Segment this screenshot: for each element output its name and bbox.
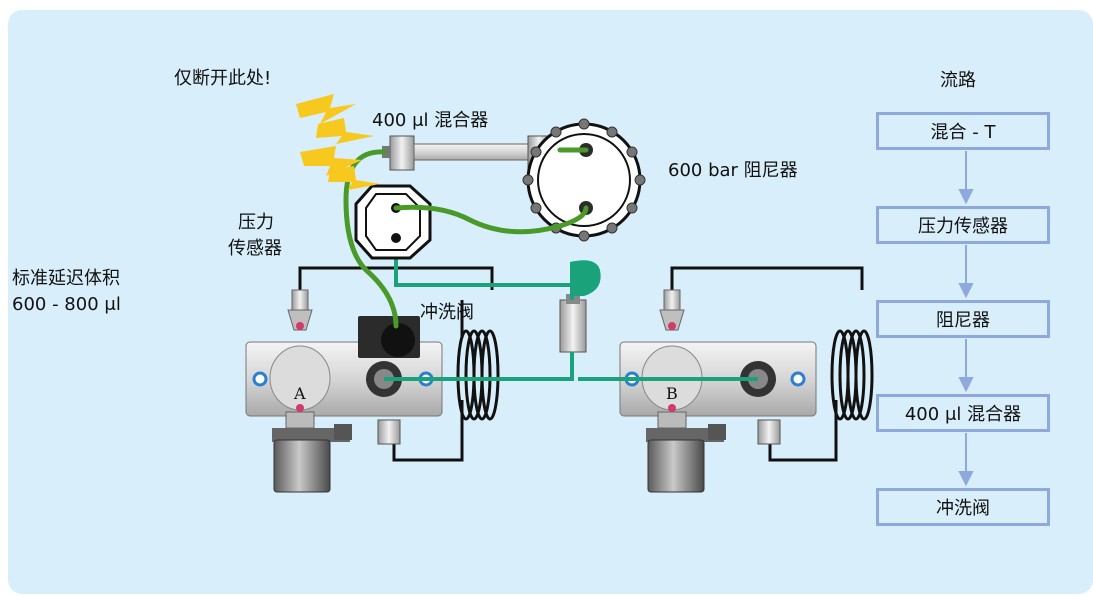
- mixing-tee: [559, 294, 587, 353]
- flow-title: 流路: [940, 70, 976, 91]
- pump-b: [619, 289, 817, 493]
- flow-arrows: [958, 151, 974, 487]
- pressure-sensor-label-1: 压力: [238, 212, 274, 233]
- coil-right: [830, 329, 874, 421]
- delay-volume-label-1: 标准延迟体积: [12, 268, 120, 289]
- purge-valve-label: 冲洗阀: [420, 302, 474, 323]
- mixing-tee-cap: [570, 260, 601, 296]
- delay-volume-label-2: 600 - 800 μl: [12, 294, 121, 315]
- flow-step-damper: 阻尼器: [876, 300, 1050, 338]
- pressure-sensor-label-2: 传感器: [228, 238, 282, 259]
- pressure-sensor: [354, 184, 432, 260]
- pump-a: [245, 289, 443, 493]
- mixer-label: 400 μl 混合器: [372, 110, 489, 131]
- damper-label: 600 bar 阻尼器: [668, 160, 798, 181]
- lightning-icon: [296, 94, 380, 190]
- capillary-lines: [298, 266, 864, 462]
- pump-a-label: A: [294, 384, 306, 403]
- pump-b-label: B: [666, 384, 678, 403]
- break-here-label: 仅断开此处!: [174, 68, 272, 89]
- flow-step-purge-valve: 冲洗阀: [876, 488, 1050, 526]
- flow-step-mixing-tee: 混合 - T: [876, 112, 1050, 150]
- coil-left: [456, 329, 500, 421]
- green-tubing: [343, 147, 589, 329]
- flow-step-mixer: 400 μl 混合器: [876, 394, 1050, 432]
- flow-step-pressure-sensor: 压力传感器: [876, 206, 1050, 244]
